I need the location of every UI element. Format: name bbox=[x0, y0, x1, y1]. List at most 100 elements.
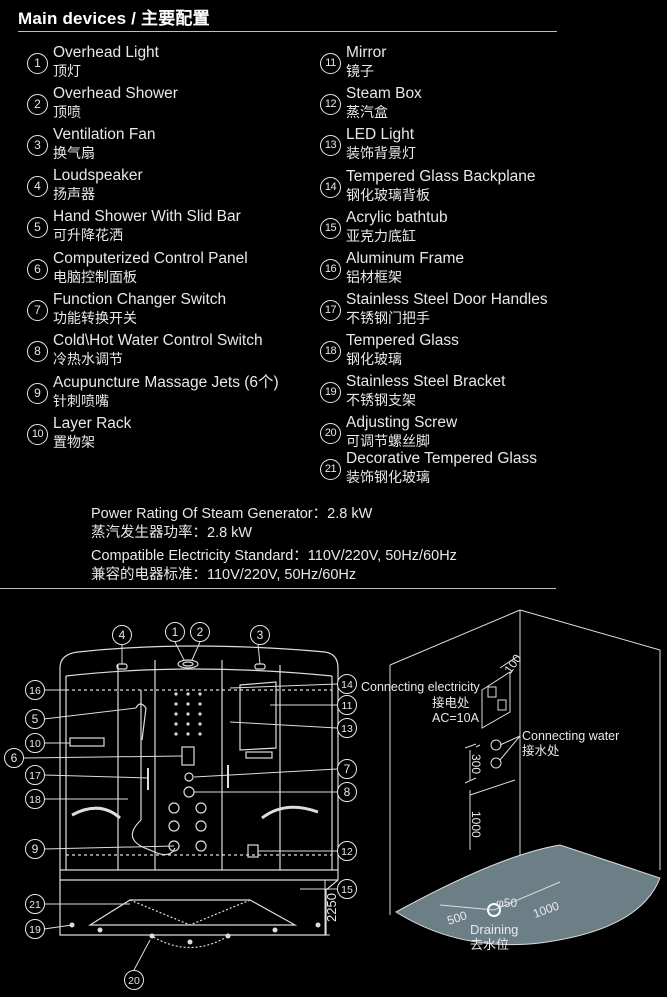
callout-circle bbox=[337, 759, 357, 779]
spec-elec-en: Compatible Electricity Standard：110V/220… bbox=[91, 548, 457, 564]
callout-circle bbox=[112, 625, 132, 645]
device-number: 12 bbox=[320, 94, 341, 115]
device-label: Acupuncture Massage Jets (6个)针刺喷嘴 bbox=[53, 373, 279, 411]
callout-circle bbox=[25, 709, 45, 729]
draining-zh: 去水位 bbox=[470, 937, 509, 952]
callout-circle bbox=[25, 839, 45, 859]
callout-circle bbox=[25, 919, 45, 939]
device-name-zh: 扬声器 bbox=[53, 186, 95, 202]
callout-number: 19 bbox=[29, 924, 41, 936]
device-number: 2 bbox=[27, 94, 48, 115]
device-number: 21 bbox=[320, 459, 341, 480]
callout-number: 2 bbox=[197, 625, 204, 639]
callout-number: 10 bbox=[29, 738, 41, 750]
callout-circle bbox=[25, 789, 45, 809]
device-name-en: Cold\Hot Water Control Switch bbox=[53, 332, 263, 349]
device-number: 4 bbox=[27, 176, 48, 197]
callout-number: 18 bbox=[29, 794, 41, 806]
device-label: Cold\Hot Water Control Switch 冷热水调节 bbox=[53, 331, 263, 369]
device-name-en: Hand Shower With Slid Bar bbox=[53, 208, 241, 225]
device-name-en: Stainless Steel Door Handles bbox=[346, 291, 548, 308]
layer-rack-shape bbox=[69, 737, 105, 747]
callout-circle bbox=[25, 680, 45, 700]
spec-power-en: Power Rating Of Steam Generator：2.8 kW bbox=[91, 506, 373, 522]
callout-number: 9 bbox=[32, 842, 39, 856]
device-name-zh: 铝材框架 bbox=[346, 269, 402, 285]
device-label: Stainless Steel Bracket 不锈钢支架 bbox=[346, 372, 505, 410]
callout-number: 21 bbox=[29, 899, 41, 911]
device-name-en: Stainless Steel Bracket bbox=[346, 373, 506, 390]
control-panel-shape bbox=[181, 746, 195, 766]
electricity-ac-label: AC=10A bbox=[432, 711, 480, 725]
device-label: Aluminum Frame 铝材框架 bbox=[346, 249, 464, 287]
device-number: 17 bbox=[320, 300, 341, 321]
device-name-en: Function Changer Switch bbox=[53, 291, 227, 308]
device-name-en: Acrylic bathtub bbox=[346, 209, 448, 226]
callout-circle bbox=[4, 748, 24, 768]
callout-number: 6 bbox=[11, 751, 18, 765]
callout-number: 5 bbox=[32, 712, 39, 726]
device-number: 16 bbox=[320, 259, 341, 280]
device-name-en: Steam Box bbox=[346, 85, 422, 102]
device-name-en: Decorative Tempered Glass bbox=[346, 450, 537, 467]
device-name-en: Adjusting Screw bbox=[346, 414, 458, 431]
device-name-zh: 换气扇 bbox=[53, 145, 95, 161]
device-name-zh: 不锈钢门把手 bbox=[346, 310, 430, 326]
height-dimension: 2250 bbox=[324, 893, 339, 922]
device-name-zh: 不锈钢支架 bbox=[346, 392, 416, 408]
device-label: Mirror 镜子 bbox=[346, 43, 386, 81]
callout-circle bbox=[25, 894, 45, 914]
callout-circle bbox=[25, 765, 45, 785]
device-name-en: Overhead Shower bbox=[53, 85, 178, 102]
device-name-zh: 顶喷 bbox=[53, 104, 81, 120]
device-name-en: Layer Rack bbox=[53, 415, 132, 432]
heading-rule bbox=[18, 31, 557, 32]
device-name-zh: 冷热水调节 bbox=[53, 351, 123, 367]
callout-circle bbox=[190, 622, 210, 642]
device-name-en: Mirror bbox=[346, 44, 387, 61]
spec-power-zh: 蒸汽发生器功率：2.8 kW bbox=[91, 525, 253, 541]
connecting-water-label: Connecting water bbox=[522, 729, 619, 743]
callout-circle bbox=[250, 625, 270, 645]
callout-circle bbox=[337, 879, 357, 899]
wall-top-left bbox=[389, 609, 521, 666]
device-name-zh: 镜子 bbox=[346, 63, 374, 79]
cabin-outline bbox=[59, 645, 339, 936]
device-name-zh: 顶灯 bbox=[53, 63, 81, 79]
callout-number: 3 bbox=[257, 628, 264, 642]
shower-base bbox=[395, 844, 661, 946]
callout-circle bbox=[124, 970, 144, 990]
device-number: 20 bbox=[320, 423, 341, 444]
device-number: 9 bbox=[27, 383, 48, 404]
device-number: 15 bbox=[320, 218, 341, 239]
device-name-zh: 针刺喷嘴 bbox=[53, 393, 109, 409]
device-number: 3 bbox=[27, 135, 48, 156]
device-number: 11 bbox=[320, 53, 341, 74]
callout-number: 7 bbox=[344, 762, 351, 776]
device-name-en: Ventilation Fan bbox=[53, 126, 156, 143]
draining-label: Draining bbox=[470, 922, 518, 937]
callout-circle bbox=[337, 674, 357, 694]
device-name-zh: 可升降花洒 bbox=[53, 227, 123, 243]
callout-circle bbox=[337, 841, 357, 861]
spec-elec-zh: 兼容的电器标准：110V/220V, 50Hz/60Hz bbox=[91, 567, 357, 583]
device-name-zh: 蒸汽盒 bbox=[346, 104, 388, 120]
device-name-en: Aluminum Frame bbox=[346, 250, 464, 267]
device-number: 13 bbox=[320, 135, 341, 156]
callout-number: 8 bbox=[344, 785, 351, 799]
overhead-light-inner bbox=[182, 661, 194, 667]
callout-circle bbox=[337, 695, 357, 715]
callout-number: 1 bbox=[172, 625, 179, 639]
callout-number: 12 bbox=[341, 846, 353, 858]
device-label: Stainless Steel Door Handles 不锈钢门把手 bbox=[346, 290, 548, 328]
callout-circle bbox=[337, 782, 357, 802]
mirror-shape bbox=[239, 681, 277, 751]
callout-number: 20 bbox=[128, 975, 140, 987]
